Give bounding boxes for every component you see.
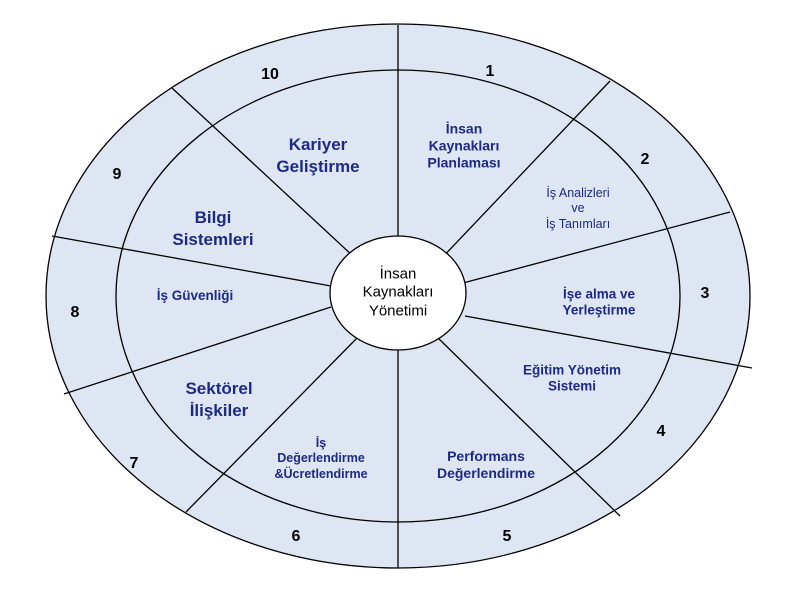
segment-label-6: İş Değerlendirme &Ücretlendirme <box>274 436 367 482</box>
segment-label-line: İş <box>315 436 327 451</box>
center-label: İnsan Kaynakları Yönetimi <box>363 266 434 321</box>
segment-number-5: 5 <box>502 528 512 545</box>
center-label-line: Yönetimi <box>368 302 428 320</box>
segment-label-line: Kaynakları <box>428 137 500 154</box>
segment-label-line: İlişkiler <box>189 401 249 420</box>
segment-label-line: Sektörel <box>185 378 253 398</box>
segment-label-2: İş Analizleri ve İş Tanımları <box>546 186 610 232</box>
segment-label-line: ve <box>571 201 585 216</box>
center-label-line: Kaynakları <box>362 283 434 301</box>
segment-divider-7 <box>185 337 358 513</box>
segment-divider-10 <box>171 87 355 258</box>
center-label-line: İnsan <box>379 265 417 283</box>
segment-label-line: Yerleştirme <box>562 303 636 318</box>
segment-label-line: Sistemleri <box>172 230 254 249</box>
segment-divider-9 <box>51 235 332 287</box>
segment-divider-8 <box>63 306 332 395</box>
segment-label-line: İş Analizleri <box>546 186 610 201</box>
segment-label-8: İş Güvenliği <box>157 288 234 304</box>
segment-label-line: &Ücretlendirme <box>274 466 368 481</box>
segment-label-line: Performans <box>447 447 525 464</box>
segment-label-line: İş Tanımları <box>545 216 611 231</box>
segment-label-line: Sistemi <box>547 379 597 394</box>
segment-label-line: Geliştirme <box>276 157 360 176</box>
segment-divider-4 <box>464 315 753 369</box>
segment-divider-3 <box>462 211 731 284</box>
segment-divider-2 <box>437 80 611 263</box>
segment-number-9: 9 <box>112 166 122 183</box>
segment-label-line: Değerlendirme <box>436 465 536 481</box>
segment-label-5: Performans Değerlendirme <box>437 448 535 482</box>
segment-label-line: Bilgi <box>194 207 232 227</box>
segment-label-7: Sektörel İlişkiler <box>185 378 252 422</box>
segment-label-line: Planlaması <box>427 154 501 171</box>
segment-label-1: İnsan Kaynakları Planlaması <box>427 120 500 171</box>
segment-label-line: Değerlendirme <box>277 451 365 466</box>
segment-number-7: 7 <box>129 455 139 472</box>
segment-number-6: 6 <box>291 528 301 545</box>
segment-label-9: Bilgi Sistemleri <box>172 207 253 251</box>
segment-label-10: Kariyer Geliştirme <box>276 134 359 178</box>
segment-number-8: 8 <box>70 304 80 321</box>
segment-label-line: İşe alma ve <box>562 286 636 302</box>
segment-label-line: Eğitim Yönetim <box>522 362 622 378</box>
center-ellipse <box>329 235 467 351</box>
segment-number-10: 10 <box>261 66 279 83</box>
segment-label-line: Kariyer <box>288 134 348 154</box>
segment-label-line: İş Güvenliği <box>156 287 234 303</box>
segment-number-3: 3 <box>700 285 710 302</box>
segment-divider-5 <box>435 335 621 517</box>
segment-dividers <box>51 25 753 568</box>
segment-label-3: İşe alma ve Yerleştirme <box>563 287 636 320</box>
segment-label-4: Eğitim Yönetim Sistemi <box>523 363 621 396</box>
segment-number-2: 2 <box>640 151 650 168</box>
segment-number-1: 1 <box>485 63 495 80</box>
segment-number-4: 4 <box>656 423 666 440</box>
segment-label-line: İnsan <box>445 120 483 137</box>
